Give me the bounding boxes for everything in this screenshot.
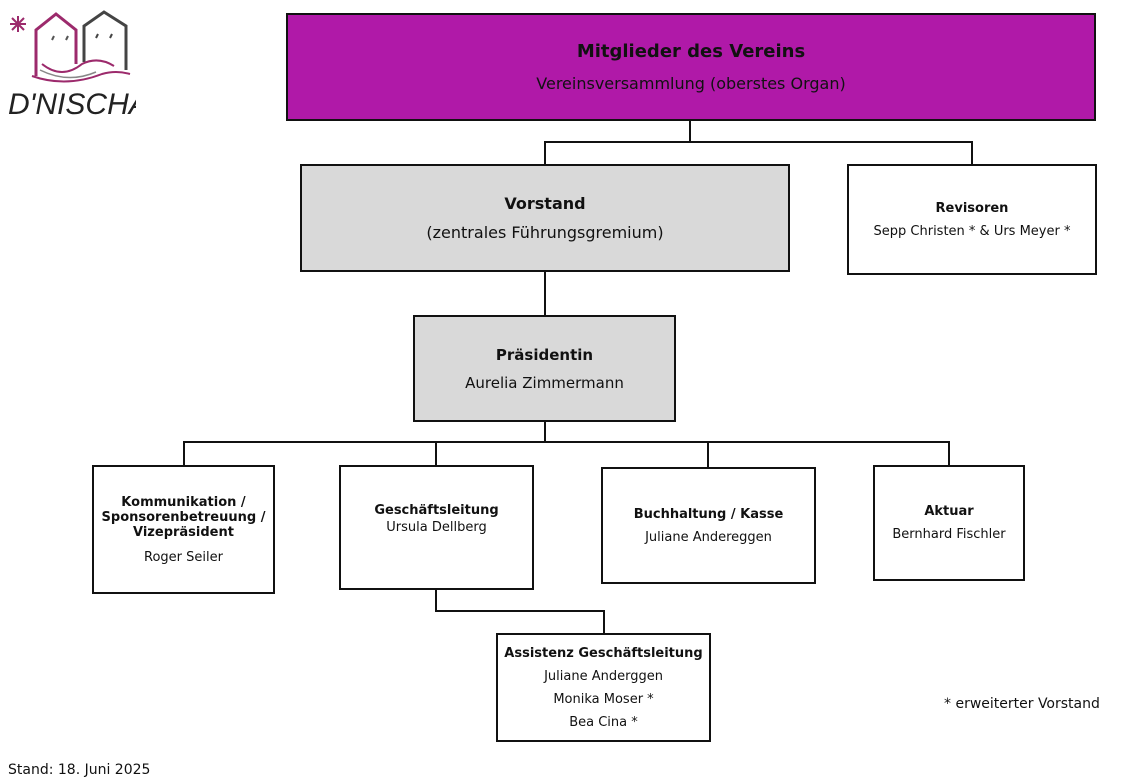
sparkle-icon <box>10 16 26 32</box>
accounting-box: Buchhaltung / Kasse Juliane Andereggen <box>601 467 816 584</box>
assistant-title: Assistenz Geschäftsleitung <box>504 645 703 661</box>
communication-box: Kommunikation / Sponsorenbetreuung / Viz… <box>92 465 275 594</box>
assistant-box: Assistenz Geschäftsleitung Juliane Ander… <box>496 633 711 742</box>
communication-name: Roger Seiler <box>144 549 223 565</box>
footer-date: Stand: 18. Juni 2025 <box>8 762 151 778</box>
accounting-title: Buchhaltung / Kasse <box>633 506 784 522</box>
communication-title-line: Kommunikation / <box>121 494 246 510</box>
auditors-box: Revisoren Sepp Christen * & Urs Meyer * <box>847 164 1097 275</box>
management-title: Geschäftsleitung <box>374 503 499 518</box>
logo-text: D'NISCHA <box>8 88 136 120</box>
management-box: Geschäftsleitung Ursula Dellberg <box>339 465 534 590</box>
board-title: Vorstand <box>504 194 586 213</box>
logo-houses-icon: D'NISCHA <box>8 10 149 121</box>
actuary-title: Aktuar <box>924 504 974 519</box>
management-name: Ursula Dellberg <box>386 520 487 535</box>
board-box: Vorstand (zentrales Führungsgremium) <box>300 164 790 272</box>
actuary-box: Aktuar Bernhard Fischler <box>873 465 1025 581</box>
accounting-name: Juliane Andereggen <box>645 529 772 545</box>
members-title: Mitglieder des Vereins <box>576 41 806 62</box>
assistant-name: Bea Cina * <box>569 714 638 730</box>
auditors-names: Sepp Christen * & Urs Meyer * <box>873 223 1071 239</box>
auditors-title: Revisoren <box>935 200 1009 216</box>
legend-note: * erweiterter Vorstand <box>944 696 1100 712</box>
assistant-name: Juliane Anderggen <box>544 668 663 684</box>
board-subtitle: (zentrales Führungsgremium) <box>426 223 664 242</box>
president-box: Präsidentin Aurelia Zimmermann <box>413 315 676 422</box>
president-title: Präsidentin <box>495 345 594 364</box>
members-box: Mitglieder des Vereins Vereinsversammlun… <box>286 13 1096 121</box>
communication-title-line: Vizepräsident <box>133 524 234 540</box>
logo: D'NISCHA <box>6 10 149 121</box>
actuary-name: Bernhard Fischler <box>892 527 1006 542</box>
president-name: Aurelia Zimmermann <box>465 373 624 392</box>
members-subtitle: Vereinsversammlung (oberstes Organ) <box>536 74 846 93</box>
communication-title-line: Sponsorenbetreuung / <box>101 509 266 525</box>
assistant-name: Monika Moser * <box>553 691 654 707</box>
